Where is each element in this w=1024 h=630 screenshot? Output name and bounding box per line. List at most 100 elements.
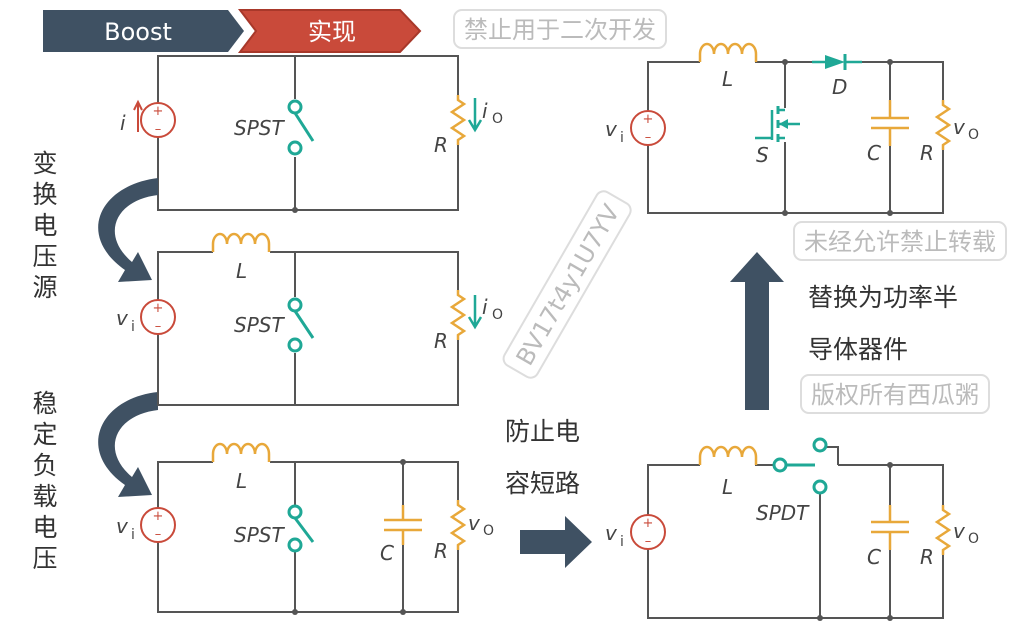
output-current-arrow-icon xyxy=(467,295,483,330)
resistor-label: R xyxy=(434,329,448,353)
resistor-icon xyxy=(934,505,952,555)
capacitor-label: C xyxy=(380,541,394,565)
inductor-label: L xyxy=(236,469,247,493)
circuit-spdt: L +– v i SPDT C R v O xyxy=(605,437,979,621)
spst-switch-icon xyxy=(287,99,315,156)
resistor-icon xyxy=(449,500,467,550)
svg-text:导体器件: 导体器件 xyxy=(808,335,908,364)
label-replace-semiconductor: 替换为功率半 导体器件 xyxy=(808,283,958,364)
capacitor-icon xyxy=(384,505,422,545)
right-arrow-icon xyxy=(520,516,592,568)
spst-label: SPST xyxy=(234,116,285,140)
svg-text:+: + xyxy=(643,516,654,531)
inductor-icon xyxy=(211,232,271,252)
output-voltage-subscript: O xyxy=(483,523,494,539)
circuit-current-source-spst: +– i SPST R i O xyxy=(120,55,503,213)
output-current-subscript: O xyxy=(492,111,503,127)
inductor-label: L xyxy=(722,67,733,91)
header-implement-label: 实现 xyxy=(308,18,356,46)
resistor-icon xyxy=(934,100,952,150)
capacitor-icon xyxy=(871,100,909,146)
svg-text:换: 换 xyxy=(32,180,57,209)
resistor-icon xyxy=(449,290,467,340)
resistor-label: R xyxy=(434,539,448,563)
svg-text:+: + xyxy=(153,301,164,316)
spdt-label: SPDT xyxy=(756,501,810,525)
mosfet-label: S xyxy=(756,143,769,167)
resistor-label: R xyxy=(920,141,934,165)
source-subscript: i xyxy=(620,130,624,146)
source-label: v xyxy=(605,521,618,545)
svg-text:定: 定 xyxy=(32,420,57,449)
voltage-source-icon: +– xyxy=(630,110,666,146)
output-voltage-label: v xyxy=(468,511,481,535)
source-subscript: i xyxy=(620,534,624,550)
output-voltage-label: v xyxy=(953,115,966,139)
voltage-source-icon: +– xyxy=(140,299,176,335)
curved-arrow-icon xyxy=(98,178,158,282)
capacitor-icon xyxy=(871,505,909,550)
svg-text:变: 变 xyxy=(32,149,57,178)
circuit-voltage-source-inductor-spst: L +– v i SPST R i O xyxy=(116,232,503,406)
capacitor-label: C xyxy=(867,141,881,165)
source-subscript: i xyxy=(131,527,135,543)
inductor-icon xyxy=(698,42,758,62)
svg-text:负: 负 xyxy=(32,451,57,480)
svg-text:禁止用于二次开发: 禁止用于二次开发 xyxy=(464,16,656,44)
spst-label: SPST xyxy=(234,523,285,547)
svg-text:+: + xyxy=(643,112,654,127)
output-current-arrow-icon xyxy=(467,98,483,133)
source-label: v xyxy=(116,306,129,330)
voltage-source-icon: +– xyxy=(140,507,176,543)
output-voltage-subscript: O xyxy=(968,531,979,547)
svg-text:BV17t4y1U7YV: BV17t4y1U7YV xyxy=(511,199,626,370)
svg-text:稳: 稳 xyxy=(32,389,57,418)
curved-arrow-icon xyxy=(98,392,158,497)
svg-text:压: 压 xyxy=(32,544,57,573)
source-label: v xyxy=(605,117,618,141)
resistor-label: R xyxy=(434,133,448,157)
circuit-spst-with-capacitor: L +– v i SPST C R v O xyxy=(116,442,494,615)
mosfet-icon xyxy=(755,106,800,142)
input-current-label: i xyxy=(120,111,126,135)
label-prevent-cap-short: 防止电 容短路 xyxy=(505,417,580,498)
spst-switch-icon xyxy=(287,504,315,553)
svg-text:–: – xyxy=(645,534,652,549)
label-convert-source: 变 换 电 压 源 xyxy=(32,149,57,302)
inductor-icon xyxy=(211,442,271,462)
output-current-label: i xyxy=(482,99,488,123)
svg-text:–: – xyxy=(155,319,162,334)
svg-text:+: + xyxy=(153,104,164,119)
voltage-source-icon: +– xyxy=(630,514,666,550)
inductor-label: L xyxy=(722,475,733,499)
voltage-source-icon: +– xyxy=(140,102,176,138)
spst-switch-icon xyxy=(287,297,315,353)
svg-text:防止电: 防止电 xyxy=(505,417,580,446)
spdt-switch-icon xyxy=(772,437,828,495)
output-current-subscript: O xyxy=(492,307,503,323)
svg-text:–: – xyxy=(645,130,652,145)
resistor-icon xyxy=(449,95,467,145)
circuit-boost-final: L +– v i D S C R v O xyxy=(605,42,979,216)
svg-text:+: + xyxy=(153,509,164,524)
svg-text:压: 压 xyxy=(32,242,57,271)
header-boost-label: Boost xyxy=(104,18,172,46)
svg-text:–: – xyxy=(155,122,162,137)
up-arrow-icon xyxy=(730,252,784,410)
capacitor-label: C xyxy=(867,545,881,569)
svg-text:电: 电 xyxy=(32,211,57,240)
source-subscript: i xyxy=(131,319,135,335)
svg-text:–: – xyxy=(155,527,162,542)
resistor-label: R xyxy=(920,545,934,569)
source-label: v xyxy=(116,514,129,538)
spst-label: SPST xyxy=(234,313,285,337)
inductor-icon xyxy=(698,445,758,465)
header-step-implement: 实现 xyxy=(237,9,422,53)
header-step-boost: Boost xyxy=(43,10,244,52)
svg-text:版权所有西瓜粥: 版权所有西瓜粥 xyxy=(811,381,979,409)
current-arrow-icon xyxy=(133,99,143,132)
diode-icon xyxy=(812,54,862,70)
svg-text:替换为功率半: 替换为功率半 xyxy=(808,283,958,312)
output-voltage-subscript: O xyxy=(968,127,979,143)
